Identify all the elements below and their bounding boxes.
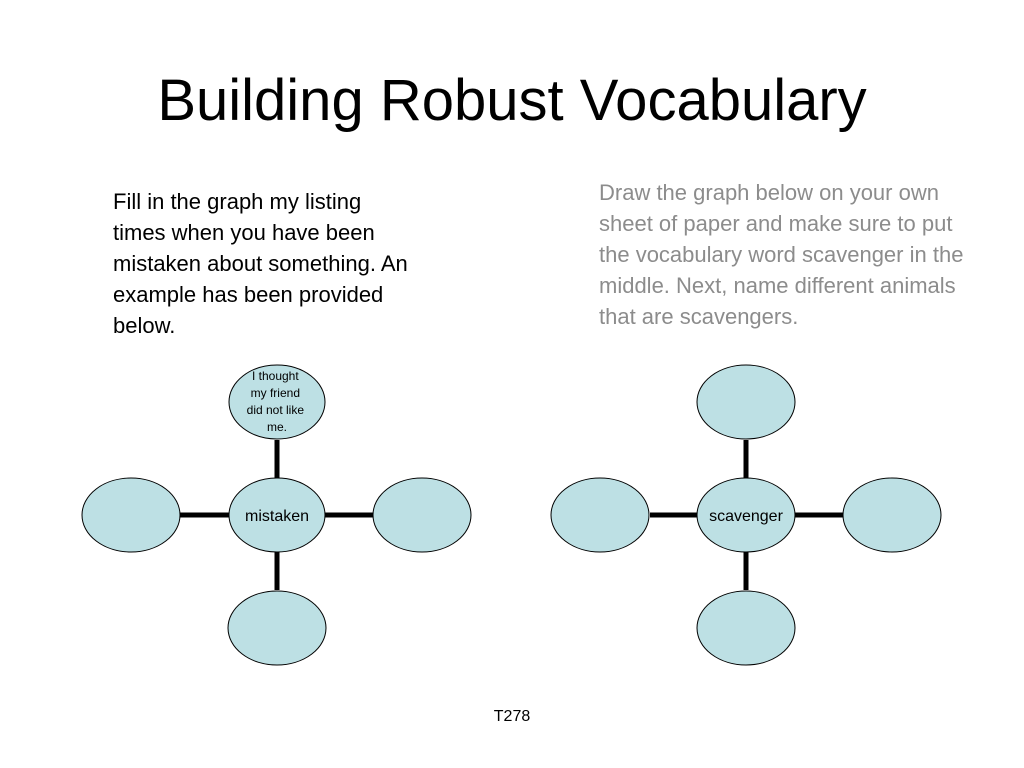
right-web-center-node: [696, 477, 796, 553]
left-web: I thought my friend did not like me. mis…: [81, 364, 472, 666]
slide-title: Building Robust Vocabulary: [157, 68, 867, 133]
right-web-left-node[interactable]: [550, 477, 650, 553]
left-web-center-text: mistaken: [245, 508, 309, 525]
right-instructions: Draw the graph below on your own sheet o…: [599, 180, 964, 329]
left-web-top-node: [228, 364, 326, 440]
left-web-top-text: I thought my friend did not like me.: [247, 369, 308, 434]
right-web-right-node[interactable]: [842, 477, 942, 553]
right-web-top-node[interactable]: [696, 364, 796, 440]
slide-number: T278: [493, 708, 531, 725]
right-web-center-text: scavenger: [709, 508, 783, 525]
right-web-bottom-node[interactable]: [696, 590, 796, 666]
left-web-right-node[interactable]: [372, 477, 472, 553]
left-web-bottom-node[interactable]: [227, 590, 327, 666]
left-instructions: Fill in the graph my listing times when …: [113, 189, 408, 338]
right-web: scavenger: [550, 364, 942, 666]
left-web-center-node: [228, 477, 326, 553]
left-web-left-node[interactable]: [81, 477, 181, 553]
